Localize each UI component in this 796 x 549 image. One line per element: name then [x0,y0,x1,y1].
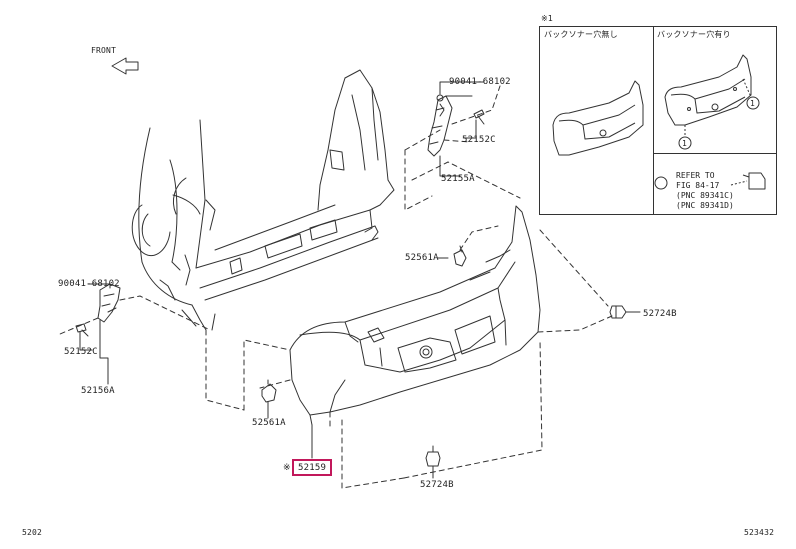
part-label-bracket-left-c[interactable]: 52152C [64,347,98,357]
part-label-clip-bottom[interactable]: 52724B [420,480,454,490]
bracket-upper [427,94,453,157]
refer-line-1: REFER TO [676,171,715,180]
front-arrow-icon [111,57,139,75]
inset-artwork [552,54,766,190]
inset-title-with-sonar: バックソナー穴有り [657,30,731,39]
part-label-bracket-left-a[interactable]: 52156A [81,386,115,396]
circle-marker-refer-icon [654,176,668,190]
refer-line-4: (PNC 89341D) [676,201,734,210]
inset-note-mark: ※1 [541,14,554,23]
inset-panel: ※1 バックソナー穴無し バックソナー穴有り [539,14,777,215]
highlight-box [292,459,332,476]
clip-right-icon [609,305,627,319]
bolt-upper-icon [473,109,485,125]
bolt-left-icon [75,323,89,337]
circle-marker-upper-icon [746,96,760,110]
part-label-bracket-upper-c[interactable]: 52152C [462,135,496,145]
refer-line-3: (PNC 89341C) [676,191,734,200]
part-label-bolt-upper[interactable]: 90041-68102 [449,77,511,87]
part-label-bumper[interactable]: 52159 [298,463,327,473]
bumper-with-sonar-icon [664,54,752,137]
circle-num-upper: 1 [750,99,756,108]
inset-refer-cell [653,153,777,215]
part-label-clip-lower[interactable]: 52561A [252,418,286,428]
inset-divider [653,26,654,215]
part-label-clip-right[interactable]: 52724B [643,309,677,319]
body-structure [131,69,395,331]
part-label-clip-upper[interactable]: 52561A [405,253,439,263]
bumper-no-sonar-icon [552,80,644,156]
clip-bottom-icon [425,445,441,467]
bumper-note-mark: ※ [283,463,291,473]
part-label-bracket-upper-a[interactable]: 52155A [441,174,475,184]
inset-title-no-sonar: バックソナー穴無し [544,30,618,39]
part-label-bolt-left[interactable]: 90041-68102 [58,279,120,289]
circle-num-lower: 1 [682,139,688,148]
rear-bumper-cover [289,205,541,426]
circle-marker-lower-icon [678,136,692,150]
clip-lower-icon [261,379,277,403]
sonar-sensor-icon [730,172,766,190]
front-label: FRONT [91,46,117,55]
footer-right-code: 523432 [744,528,775,537]
bracket-left [97,283,121,323]
refer-line-2[interactable]: FIG 84-17 [676,181,720,190]
clip-upper-icon [453,245,467,267]
footer-left-code: 5202 [22,528,43,537]
